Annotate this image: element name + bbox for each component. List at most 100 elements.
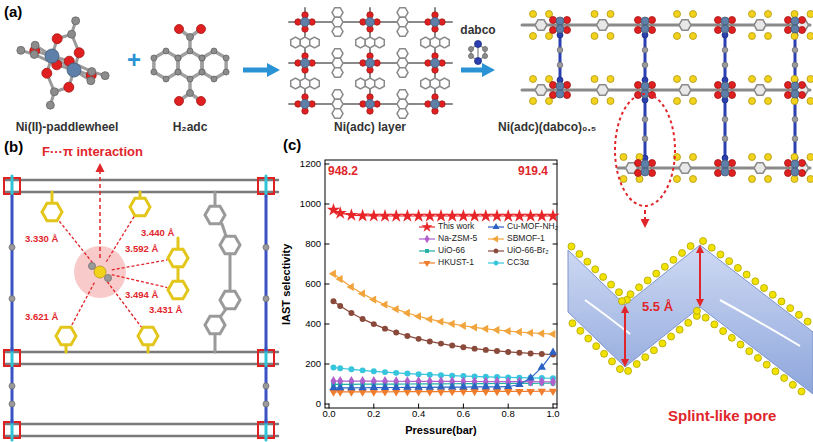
series-marker [371,321,377,327]
adc-ring [679,20,691,30]
nickel-atom [791,82,799,90]
aromatic-ring [178,51,202,79]
atom [175,69,181,75]
fluorine-atom [607,76,614,83]
oxygen-atom [175,97,184,106]
tick-mark [463,404,464,408]
adc-ring [597,85,609,95]
series-marker [515,380,523,387]
tick-mark [325,284,329,285]
distance-label: 3.592 Å [124,244,159,255]
atom [187,34,194,41]
adc-ring [397,68,408,78]
series-marker [403,389,411,396]
atom [31,41,39,49]
adc-ring [356,78,366,89]
oxygen-atom [715,160,722,167]
nickel-atom [366,59,375,68]
legend-swatch [487,246,505,256]
adc-ring [397,49,408,59]
fluorine-atom [711,321,718,328]
nickel-atom [366,18,375,27]
adc-ring [430,37,440,48]
atom [175,55,181,61]
atom [175,55,181,61]
series-marker [427,338,433,344]
leader-arrowhead [96,163,105,172]
distance-label: 3.330 Å [24,234,59,245]
layer-model [289,8,452,119]
legend-text: Cu-MOF-NH₂ [507,221,558,231]
nickel-atom [721,168,729,176]
adc-ring [365,37,375,48]
atom [263,401,269,407]
nitrogen-atom [475,58,482,65]
bond [177,268,180,280]
atom [263,244,269,250]
nickel-atom [556,25,564,33]
nickel-atom [301,100,310,109]
adc-ring [535,85,547,95]
dabco-pillar [794,35,797,80]
fluorine-atom [700,238,707,245]
oxygen-atom [799,27,806,34]
legend-text: SBMOF-1 [507,233,545,243]
adc-ring [332,17,343,27]
nickel-atom [301,18,310,27]
series-marker [348,310,354,316]
oxygen-atom [785,170,792,177]
panel-letter: (c) [283,136,301,153]
legend-marker [492,236,498,243]
nickel-atom [431,100,440,109]
adc-ring [535,20,547,30]
oxygen-atom [799,17,806,24]
fluorine-atom [807,176,813,183]
fluorine-atom [798,388,805,395]
oxygen-atom [729,82,736,89]
highlight-ellipse [615,94,675,206]
adc-ring [440,78,450,89]
series-marker [482,389,490,396]
atom [68,30,76,38]
oxygen-atom [175,25,184,34]
fluorine-atom [791,76,798,83]
adc-ring [332,58,343,68]
fluorine-atom [746,348,753,355]
chart [325,160,560,408]
series-marker [329,383,337,390]
legend-swatch [418,258,436,268]
oxygen-atom [729,160,736,167]
nickel-atom [301,59,310,68]
legend-swatch [487,222,505,232]
fluorine-atom [687,243,694,250]
fluorine-atom [749,98,756,105]
series-marker [549,348,557,355]
fluorine-atom [765,33,772,40]
atom [722,62,728,68]
series-marker [336,390,344,397]
series-marker [425,315,432,323]
fluorine-atom [765,154,772,161]
adc-ring [310,78,320,89]
legend-text: This work [438,221,474,231]
oxygen-atom [715,170,722,177]
series-marker [404,371,410,377]
series-marker [490,209,503,222]
atom [722,47,728,53]
legend-text: UiO-66-Br₂ [507,245,549,255]
adc-ring [421,78,431,89]
fluorine-atom [749,33,756,40]
fluorine-atom [761,285,768,292]
nickel-atom [791,168,799,176]
atom [642,136,648,142]
atom [223,69,229,75]
framework-bond [4,179,278,182]
fluorine-atom [791,154,798,161]
fluorine-atom [674,176,681,183]
series-marker [468,209,481,222]
adc-ring [754,85,766,95]
adc-ring [375,37,385,48]
fluorine-atom [591,33,598,40]
series-marker [414,312,421,320]
tick-mark [325,324,329,325]
